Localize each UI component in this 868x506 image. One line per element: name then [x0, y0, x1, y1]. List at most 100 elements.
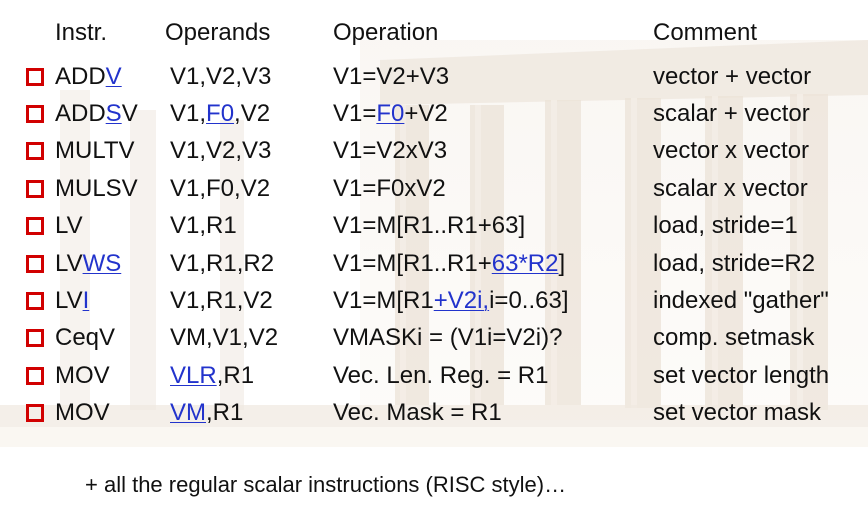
- operand-text: V1,R1: [170, 212, 237, 239]
- operand-text: V1,R1,R2: [170, 250, 275, 277]
- instruction-cell: LVWS: [55, 245, 121, 282]
- operation-cell: V1=F0xV2: [333, 170, 446, 207]
- operands-cell: VM,V1,V2: [170, 319, 278, 356]
- instruction-text: V: [121, 100, 138, 127]
- operand-text: ,R1: [216, 362, 255, 389]
- instruction-cell: MOV: [55, 394, 110, 431]
- operands-cell: V1,R1,R2: [170, 245, 274, 282]
- operation-cell: V1=F0+V2: [333, 95, 448, 132]
- instruction-text: LV: [55, 212, 83, 239]
- operand-text: ,V2: [234, 100, 271, 127]
- comment-cell: indexed "gather": [653, 287, 829, 314]
- operands-cell: V1,V2,V3: [170, 132, 271, 169]
- instruction-link[interactable]: V: [105, 63, 122, 90]
- operation-cell: V1=V2+V3: [333, 58, 449, 95]
- table-row: ADDV V1,V2,V3 V1=V2+V3 vector + vector: [0, 58, 868, 95]
- instruction-cell: LV: [55, 207, 83, 244]
- table-row: MULSV V1,F0,V2 V1=F0xV2 scalar x vector: [0, 170, 868, 207]
- instruction-link[interactable]: I: [82, 287, 90, 314]
- comment-cell: load, stride=1: [653, 212, 798, 239]
- operation-text: V1=F0xV2: [333, 175, 446, 202]
- operand-text: V1,F0,V2: [170, 175, 271, 202]
- hollow-square-bullet-icon: [26, 142, 44, 160]
- operands-cell: V1,F0,V2: [170, 95, 270, 132]
- operands-cell: V1,F0,V2: [170, 170, 270, 207]
- instruction-cell: LVI: [55, 282, 89, 319]
- hollow-square-bullet-icon: [26, 255, 44, 273]
- operation-text: i=0..63]: [489, 287, 569, 314]
- operands-cell: V1,R1: [170, 207, 237, 244]
- instruction-cell: MULSV: [55, 170, 138, 207]
- hollow-square-bullet-icon: [26, 329, 44, 347]
- instruction-text: LV: [55, 250, 83, 277]
- comment-cell: set vector length: [653, 362, 830, 389]
- operands-cell: V1,V2,V3: [170, 58, 271, 95]
- instruction-text: MULSV: [55, 175, 138, 202]
- operation-text: VMASKi = (V1i=V2i)?: [333, 324, 563, 351]
- operation-text: ]: [558, 250, 566, 277]
- comment-cell: scalar + vector: [653, 100, 810, 127]
- hollow-square-bullet-icon: [26, 180, 44, 198]
- instruction-text: ADD: [55, 63, 106, 90]
- instruction-text: MOV: [55, 362, 110, 389]
- instruction-cell: MULTV: [55, 132, 135, 169]
- operation-text: V1=: [333, 100, 377, 127]
- operation-link[interactable]: F0: [376, 100, 405, 127]
- operands-cell: VM,R1: [170, 394, 243, 431]
- instruction-text: MOV: [55, 399, 110, 426]
- operation-cell: V1=V2xV3: [333, 132, 447, 169]
- operand-text: V1,V2,V3: [170, 63, 272, 90]
- operation-cell: V1=M[R1..R1+63]: [333, 207, 525, 244]
- table-row: CeqV VM,V1,V2 VMASKi = (V1i=V2i)? comp. set…: [0, 319, 868, 356]
- operand-text: V1,: [170, 100, 207, 127]
- table-row: MOV VLR,R1 Vec. Len. Reg. = R1 set vector l…: [0, 357, 868, 394]
- hollow-square-bullet-icon: [26, 404, 44, 422]
- operation-text: V1=V2xV3: [333, 137, 448, 164]
- comment-cell: set vector mask: [653, 399, 822, 426]
- hollow-square-bullet-icon: [26, 367, 44, 385]
- comment-cell: load, stride=R2: [653, 250, 816, 277]
- operation-text: V1=M[R1..R1+63]: [333, 212, 526, 239]
- hollow-square-bullet-icon: [26, 105, 44, 123]
- instruction-text: ADD: [55, 100, 106, 127]
- instruction-link[interactable]: WS: [82, 250, 122, 277]
- operation-text: V1=M[R1..R1+: [333, 250, 492, 277]
- operation-cell: VMASKi = (V1i=V2i)?: [333, 319, 562, 356]
- operand-link[interactable]: F0: [206, 100, 235, 127]
- operation-text: +V2: [404, 100, 448, 127]
- operation-cell: V1=M[R1+V2i,i=0..63]: [333, 282, 569, 319]
- header-operation: Operation: [333, 19, 439, 46]
- comment-cell: scalar x vector: [653, 175, 808, 202]
- instruction-cell: CeqV: [55, 319, 115, 356]
- hollow-square-bullet-icon: [26, 217, 44, 235]
- operation-link[interactable]: 63*R2: [491, 250, 559, 277]
- comment-cell: comp. setmask: [653, 324, 815, 351]
- instruction-text: MULTV: [55, 137, 135, 164]
- operand-text: ,R1: [206, 399, 244, 426]
- comment-cell: vector x vector: [653, 137, 810, 164]
- header-operands: Operands: [165, 19, 271, 46]
- operand-text: V1,V2,V3: [170, 137, 272, 164]
- operation-text: V1=V2+V3: [333, 63, 450, 90]
- operand-link[interactable]: VLR: [170, 362, 217, 389]
- operation-link[interactable]: +V2i,: [433, 287, 490, 314]
- header-comment: Comment: [653, 19, 758, 46]
- operation-cell: V1=M[R1..R1+63*R2]: [333, 245, 565, 282]
- comment-cell: vector + vector: [653, 63, 812, 90]
- instruction-text: LV: [55, 287, 83, 314]
- operation-text: Vec. Len. Reg. = R1: [333, 362, 549, 389]
- instruction-cell: ADDSV: [55, 95, 138, 132]
- instruction-link[interactable]: S: [105, 100, 122, 127]
- operand-text: VM,V1,V2: [170, 324, 279, 351]
- operand-text: V1,R1,V2: [170, 287, 273, 314]
- operand-link[interactable]: VM: [170, 399, 206, 426]
- operation-text: V1=M[R1: [333, 287, 434, 314]
- table-row: LV V1,R1 V1=M[R1..R1+63] load, stride=1: [0, 207, 868, 244]
- footer-note: + all the regular scalar instructions (R…: [85, 472, 567, 497]
- operands-cell: VLR,R1: [170, 357, 254, 394]
- hollow-square-bullet-icon: [26, 68, 44, 86]
- instruction-cell: MOV: [55, 357, 110, 394]
